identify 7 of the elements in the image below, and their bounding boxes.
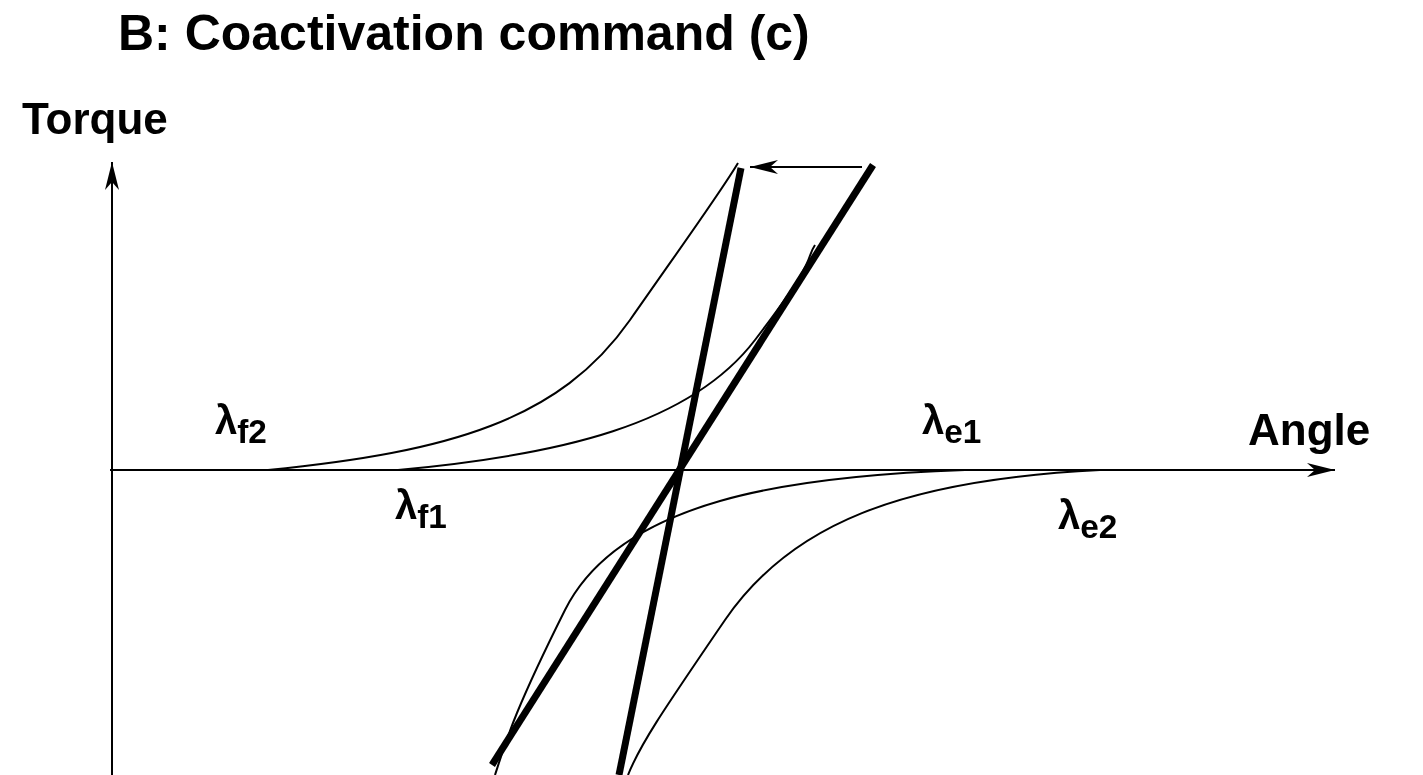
axis-label: Angle — [1248, 408, 1371, 452]
parameter-label: λ$_{f1}$ — [395, 485, 447, 534]
parameter-label: λ$_{e1}$ — [922, 400, 982, 449]
axis-label: Torque — [22, 97, 168, 141]
title: B: Coactivation command (c) — [118, 8, 810, 58]
parameter-label: λ$_{f2}$ — [215, 400, 267, 449]
parameter-label: λ$_{e2}$ — [1058, 495, 1118, 544]
